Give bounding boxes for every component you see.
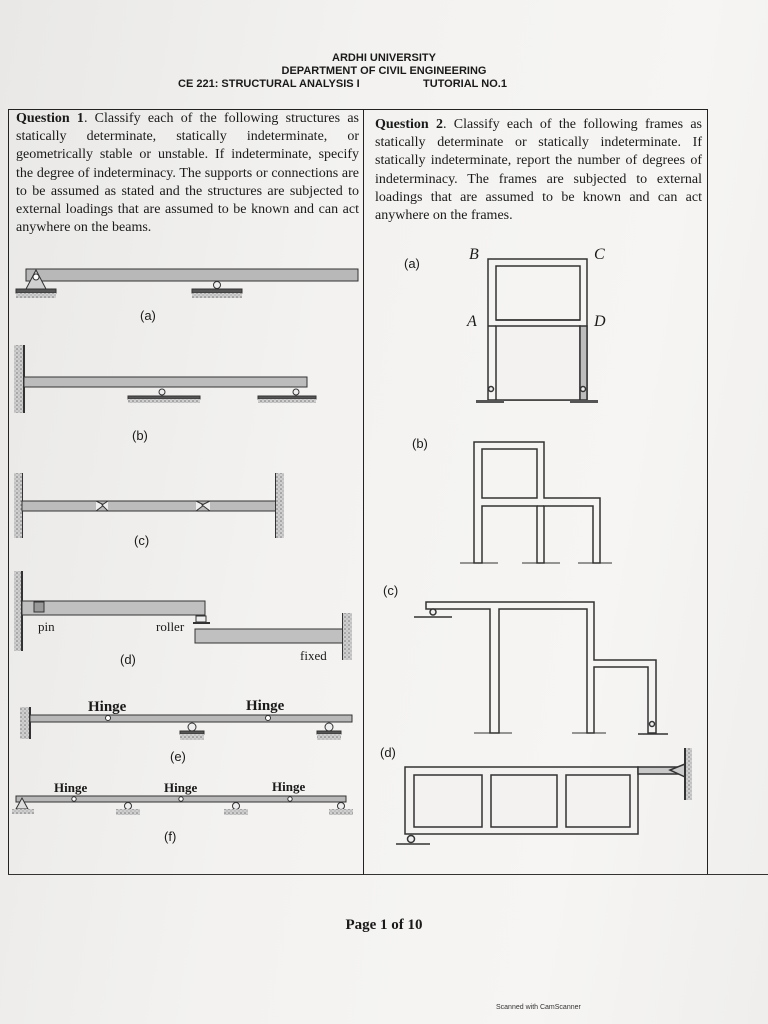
q1f-beam-diagram xyxy=(12,795,353,815)
q2b-frame-diagram xyxy=(460,441,612,564)
course-title: CE 221: STRUCTURAL ANALYSIS I xyxy=(178,78,360,90)
q2a-point-d: D xyxy=(594,313,606,330)
q1c-beam-diagram xyxy=(14,473,284,538)
university-name: ARDHI UNIVERSITY xyxy=(332,52,436,64)
course-line: CE 221: STRUCTURAL ANALYSIS I TUTORIAL N… xyxy=(0,78,768,91)
question-2-body: . Classify each of the following frames … xyxy=(375,117,702,224)
q2-label-d: (d) xyxy=(380,745,396,760)
q2-label-c: (c) xyxy=(383,583,399,598)
q1-label-b: (b) xyxy=(132,428,148,443)
q2a-point-a: A xyxy=(467,313,477,330)
q2-label-b: (b) xyxy=(412,436,428,451)
column-divider xyxy=(363,109,364,875)
q1e-hinge-label-2: Hinge xyxy=(246,698,285,714)
tutorial-number: TUTORIAL NO.1 xyxy=(423,78,507,90)
document-header: ARDHI UNIVERSITY DEPARTMENT OF CIVIL ENG… xyxy=(0,52,768,91)
q1e-beam-diagram xyxy=(20,707,353,740)
q2-label-a: (a) xyxy=(404,256,420,271)
question-1-text: Question 1. Classify each of the followi… xyxy=(16,110,359,237)
q1d-roller-label: roller xyxy=(156,619,185,634)
q2a-point-c: C xyxy=(594,246,605,263)
question-2-text: Question 2. Classify each of the followi… xyxy=(375,116,702,225)
q1-label-d: (d) xyxy=(120,652,136,667)
q1-label-a: (a) xyxy=(140,308,156,323)
question-1-number: Question 1 xyxy=(16,111,84,126)
q1-label-e: (e) xyxy=(170,749,186,764)
scanner-watermark: Scanned with CamScanner xyxy=(496,1004,581,1011)
q1f-hinge-label-1: Hinge xyxy=(54,780,88,795)
q2a-point-b: B xyxy=(469,246,479,263)
department-name: DEPARTMENT OF CIVIL ENGINEERING xyxy=(281,65,487,77)
q2a-frame-diagram xyxy=(476,258,598,403)
question-2-number: Question 2 xyxy=(375,117,443,132)
table-bottom-rule xyxy=(8,874,768,875)
q1b-beam-diagram xyxy=(14,345,317,413)
page-number: Page 1 of 10 xyxy=(345,917,423,933)
q1d-fixed-label: fixed xyxy=(300,648,327,663)
q1-label-c: (c) xyxy=(134,533,150,548)
q2d-frame-diagram xyxy=(396,748,692,845)
q1d-beam-diagram xyxy=(14,571,352,660)
q2c-frame-diagram xyxy=(414,601,668,735)
q1a-beam-diagram xyxy=(15,268,359,298)
q1f-hinge-label-3: Hinge xyxy=(272,779,306,794)
q1f-hinge-label-2: Hinge xyxy=(164,780,198,795)
q1-label-f: (f) xyxy=(164,829,177,844)
q1d-pin-label: pin xyxy=(38,619,55,634)
question-1-body: . Classify each of the following structu… xyxy=(16,111,360,236)
q1e-hinge-label-1: Hinge xyxy=(88,699,127,715)
